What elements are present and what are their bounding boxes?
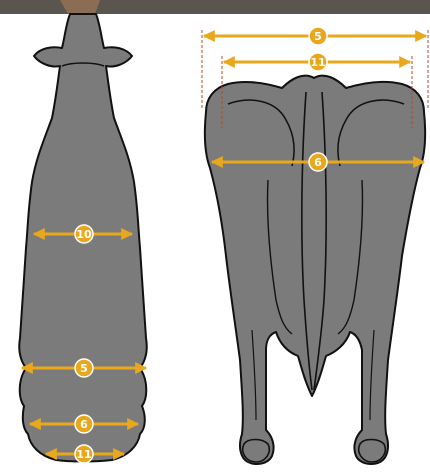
top-view-badge-5: 5 bbox=[75, 359, 93, 377]
rear-view-figure: 5 11 6 bbox=[202, 27, 428, 464]
rear-view-label-11: 11 bbox=[310, 56, 325, 69]
rear-view-label-6: 6 bbox=[314, 156, 322, 169]
top-view-badge-10: 10 bbox=[75, 225, 93, 243]
hoof-left bbox=[243, 440, 270, 463]
top-view-badge-11: 11 bbox=[75, 445, 93, 463]
top-view-figure: 10 5 6 11 bbox=[19, 14, 147, 463]
top-view-badge-6: 6 bbox=[75, 415, 93, 433]
rear-view-label-5: 5 bbox=[314, 30, 322, 43]
top-view-label-6: 6 bbox=[80, 418, 88, 431]
rear-view-badge-11: 11 bbox=[309, 53, 327, 71]
top-view-label-11: 11 bbox=[76, 448, 91, 461]
top-view-label-5: 5 bbox=[80, 362, 88, 375]
hoof-right bbox=[359, 440, 386, 463]
rear-view-badge-6: 6 bbox=[309, 153, 327, 171]
rear-view-badge-5: 5 bbox=[309, 27, 327, 45]
top-view-label-10: 10 bbox=[76, 228, 92, 241]
rear-view-silhouette bbox=[205, 76, 425, 464]
